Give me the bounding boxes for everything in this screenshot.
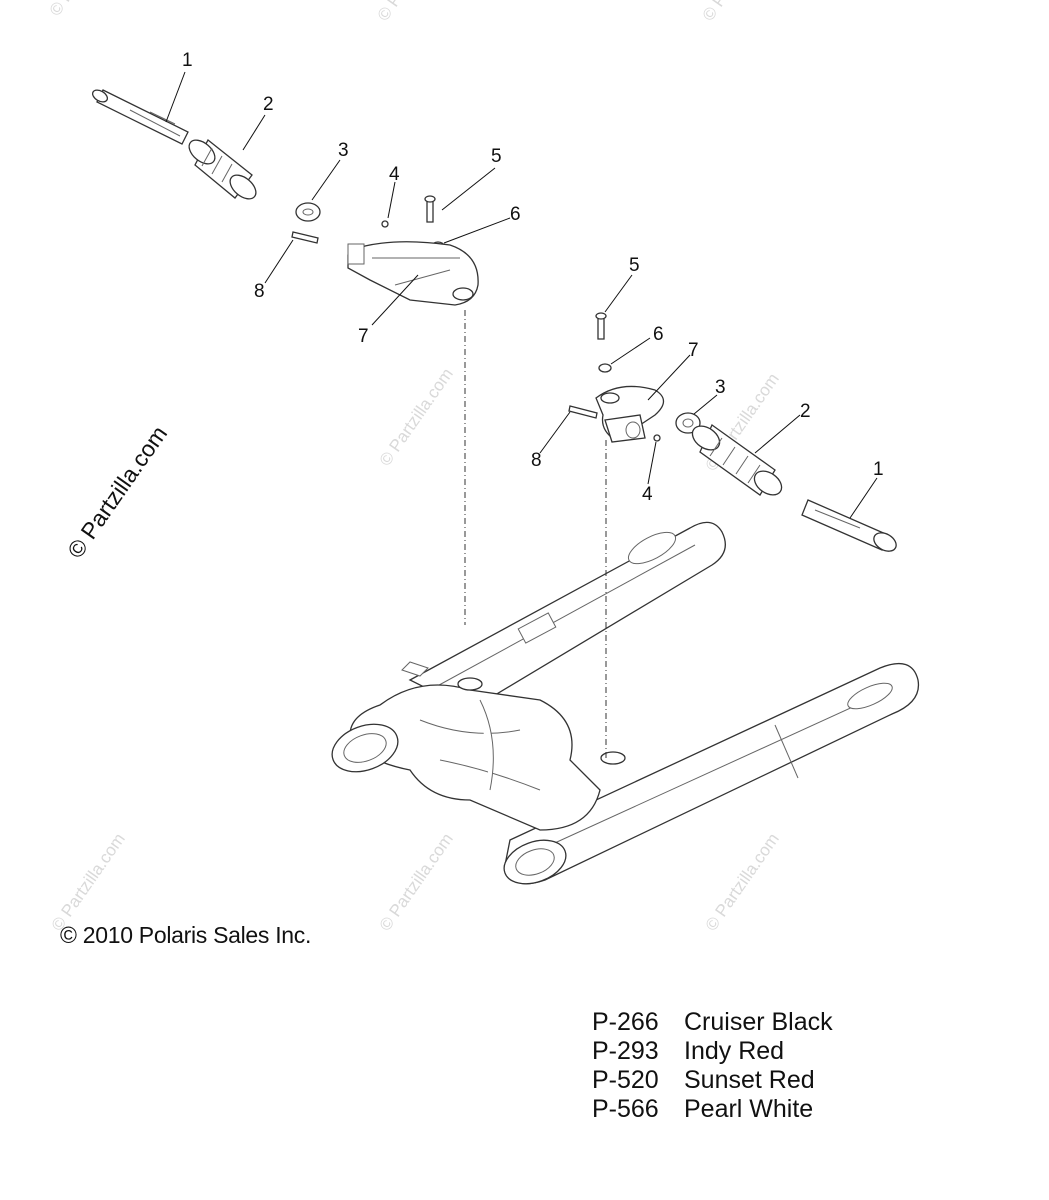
color-name: Cruiser Black [684,1008,833,1036]
callout-1-right: 1 [873,459,884,480]
callout-2-right: 2 [800,401,811,422]
footpeg-rubber-right [691,424,783,496]
footpeg-rubber-left [188,139,257,200]
callout-numbers-right: 5 6 7 3 2 1 8 4 [531,255,884,505]
footpeg-bracket-left [347,241,479,306]
callout-7-left: 7 [358,326,369,347]
callout-5-left: 5 [491,146,502,167]
leader-lines [165,71,878,519]
color-name: Sunset Red [684,1066,815,1094]
color-code-list: P-266 Cruiser Black P-293 Indy Red P-520… [592,1008,833,1124]
callout-numbers-left: 1 2 3 4 5 6 7 8 [182,50,521,347]
color-code-row: P-293 Indy Red [592,1037,833,1066]
left-footpeg-assembly [91,89,479,306]
color-code: P-293 [592,1037,659,1065]
color-code-row: P-266 Cruiser Black [592,1008,833,1037]
copyright-notice: © 2010 Polaris Sales Inc. [60,922,312,948]
callout-4-left: 4 [389,164,400,185]
callout-2-left: 2 [263,94,274,115]
small-washer-right [598,363,612,373]
callout-8-right: 8 [531,450,542,471]
footpeg-pin-right [801,499,897,552]
callout-4-right: 4 [642,484,653,505]
color-code-row: P-520 Sunset Red [592,1066,833,1095]
right-footpeg-assembly [568,312,897,552]
color-name: Indy Red [684,1037,785,1065]
callout-7-right: 7 [688,340,699,361]
callout-6-left: 6 [510,204,521,225]
callout-3-right: 3 [715,377,726,398]
swing-arm [331,521,920,885]
color-code: P-266 [592,1008,659,1036]
color-code: P-566 [592,1095,659,1123]
color-code: P-520 [592,1066,659,1094]
screw-right [653,434,661,442]
callout-1-left: 1 [182,50,193,71]
callout-6-right: 6 [653,324,664,345]
callout-5-right: 5 [629,255,640,276]
color-code-row: P-566 Pearl White [592,1095,833,1124]
callout-8-left: 8 [254,281,265,302]
footpeg-pin-left [91,89,189,145]
callout-3-left: 3 [338,140,349,161]
pin-right [568,405,598,419]
screw-left [381,220,389,228]
pin-left [291,231,319,244]
color-name: Pearl White [684,1095,814,1123]
footpeg-bracket-right [595,385,665,443]
